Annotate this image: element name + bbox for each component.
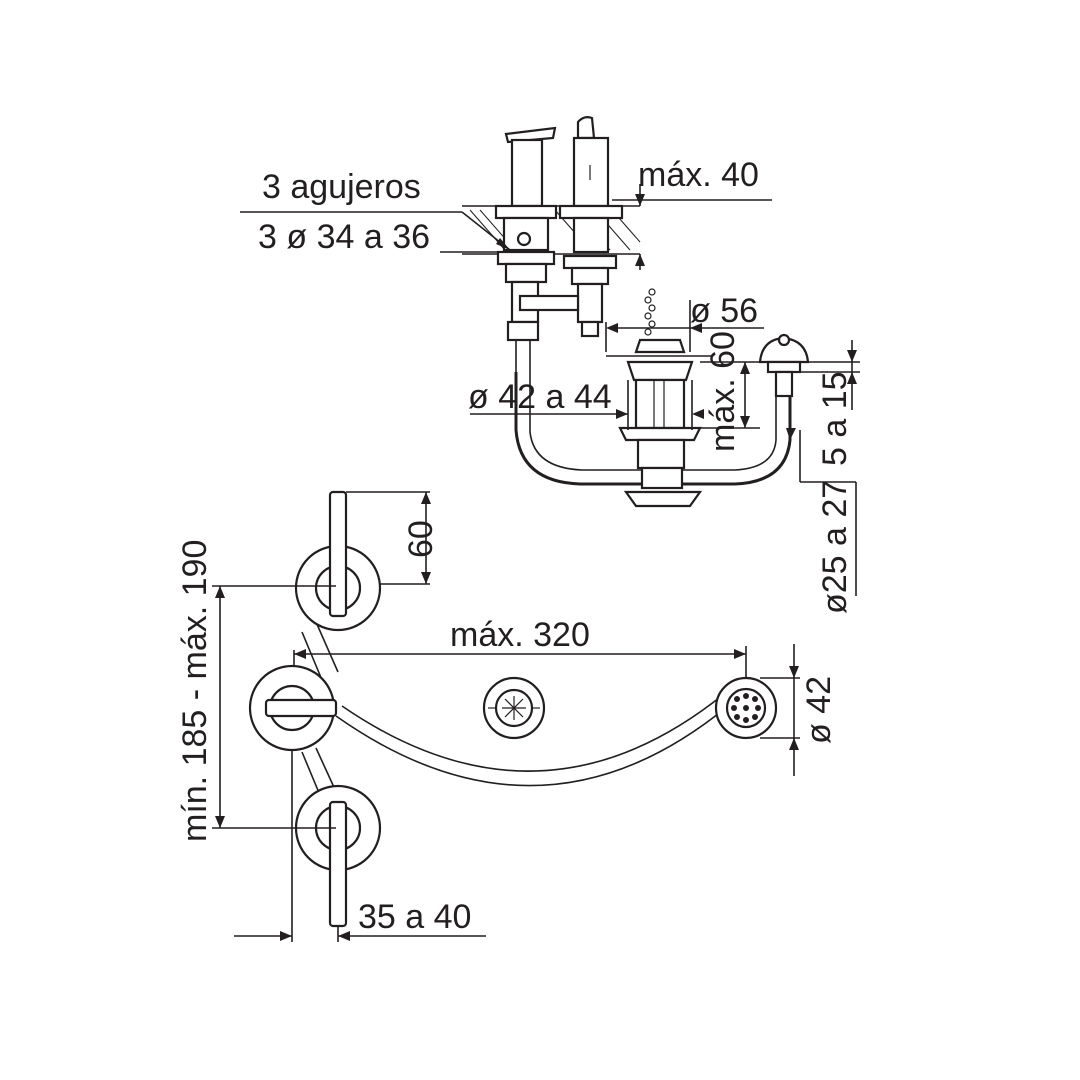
drain-height-dimension [700,361,760,429]
spout-column [518,116,624,338]
spout-reach-label: máx. 320 [450,616,590,654]
handle-length-label: 60 [402,520,440,558]
hose-clearance-label: 5 a 15 [816,371,854,466]
center-spout [248,664,338,752]
deck-thickness-dimension [612,184,772,270]
left-valve [494,126,558,372]
upper-valve [294,490,382,632]
center-distance-dimension [212,585,336,829]
drain-hole-diameter-label: ø 42 a 44 [468,378,612,416]
handle-length-dimension [346,491,431,585]
cap-diameter-dimension [605,300,764,352]
drain-plan [482,676,546,740]
side-elevation [240,116,860,596]
spout-hose [335,705,729,787]
drain-cap-diameter-label: ø 56 [690,292,758,330]
overflow-head [758,333,810,398]
holes-dimension [240,211,511,253]
max-deck-thickness-label: máx. 40 [638,156,759,194]
lower-valve [294,784,382,928]
overflow-outer-dimension [760,644,800,776]
drain-assembly [606,288,712,508]
reach-dimension [293,646,747,678]
hose-clearance-dimension [800,340,860,410]
overflow-outer-diameter-label: ø 42 [800,676,838,744]
flex-hose-inner [529,372,777,471]
holes-count-label: 3 agujeros [262,168,421,206]
drain-hole-dimension [470,380,704,430]
max-drain-height-label: máx. 60 [704,331,742,452]
offset-dimension [234,750,486,942]
upper-connector [301,631,323,681]
overflow-diameter-dimension [786,428,857,596]
overflow-diameter-label: ø25 a 27 [816,480,854,614]
offset-distance-label: 35 a 40 [358,898,471,936]
center-distance-label: mín. 185 - máx. 190 [176,540,214,842]
flex-hose [514,372,792,486]
plan-view [212,490,800,942]
holes-diameter-label: 3 ø 34 a 36 [258,218,430,256]
overflow-plan [714,676,778,740]
